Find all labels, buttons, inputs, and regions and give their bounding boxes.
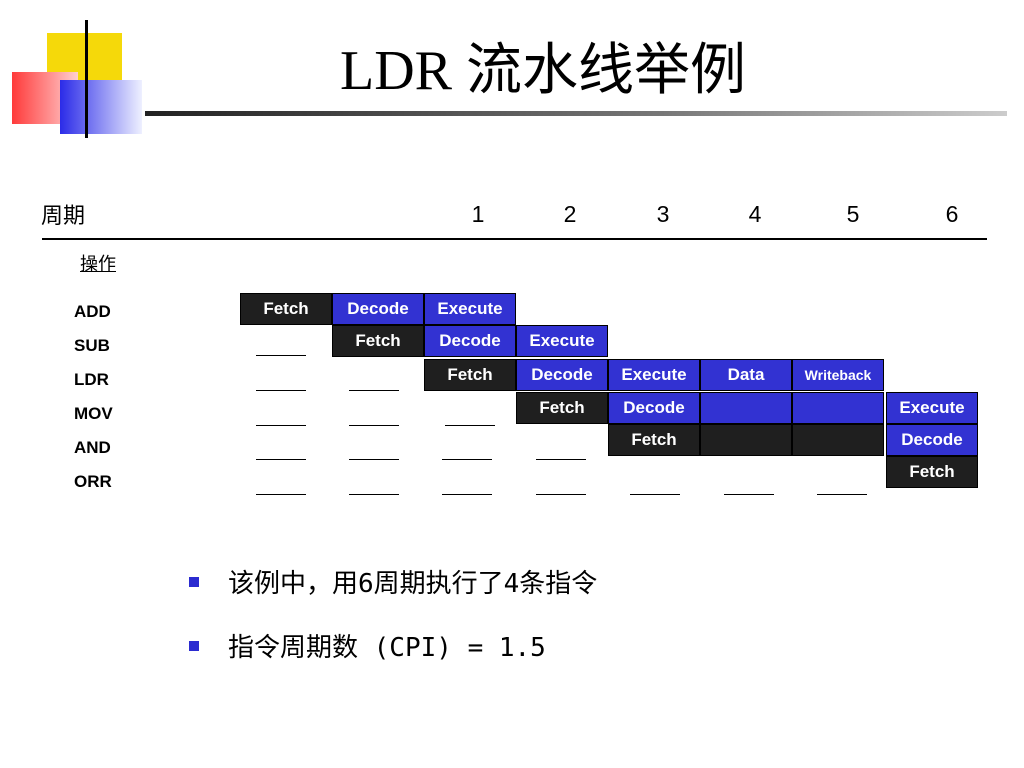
and-stall-1 [700,424,792,456]
page-title: LDR 流水线举例 [340,40,746,102]
cycle-number-4: 4 [748,201,762,227]
blank-line [442,494,492,495]
blank-line [349,459,399,460]
header-divider [42,238,987,240]
operation-header-label: 操作 [80,254,116,275]
ldr-data-stage: Data [700,359,792,391]
instruction-orr: ORR [74,472,112,491]
and-fetch-stage: Fetch [608,424,700,456]
cycle-number-6: 6 [945,201,959,227]
and-stall-2 [792,424,884,456]
add-decode-stage: Decode [332,293,424,325]
blank-line [630,494,680,495]
ldr-decode-stage: Decode [516,359,608,391]
mov-execute-stage: Execute [886,392,978,424]
cycle-number-3: 3 [656,201,670,227]
blank-line [256,494,306,495]
bullet-square-icon [189,577,199,587]
blank-line [724,494,774,495]
orr-fetch-stage: Fetch [886,456,978,488]
blank-line [349,425,399,426]
mov-decode-stage: Decode [608,392,700,424]
bullet-text-2: 指令周期数 (CPI) = 1.5 [228,633,546,663]
cycle-number-1: 1 [471,201,485,227]
blank-line [349,494,399,495]
instruction-sub: SUB [74,336,110,355]
blank-line [256,390,306,391]
instruction-ldr: LDR [74,370,109,389]
cycle-number-2: 2 [563,201,577,227]
blank-line [536,494,586,495]
sub-decode-stage: Decode [424,325,516,357]
blank-line [442,459,492,460]
instruction-mov: MOV [74,404,113,423]
ldr-writeback-stage: Writeback [792,359,884,391]
mov-fetch-stage: Fetch [516,392,608,424]
blank-line [256,425,306,426]
instruction-add: ADD [74,302,111,321]
add-fetch-stage: Fetch [240,293,332,325]
sub-fetch-stage: Fetch [332,325,424,357]
sub-execute-stage: Execute [516,325,608,357]
bullet-text-1: 该例中，用6周期执行了4条指令 [228,569,598,599]
blank-line [256,459,306,460]
logo-vertical-line [85,20,88,138]
ldr-execute-stage: Execute [608,359,700,391]
add-execute-stage: Execute [424,293,516,325]
mov-stall-2 [792,392,884,424]
bullet-square-icon [189,641,199,651]
instruction-and: AND [74,438,111,457]
blank-line [256,355,306,356]
mov-stall-1 [700,392,792,424]
cycle-number-5: 5 [846,201,860,227]
blank-line [445,425,495,426]
logo-blue-block [60,80,142,134]
blank-line [536,459,586,460]
title-underline [145,111,1007,116]
blank-line [349,390,399,391]
cycle-header-label: 周期 [41,204,86,229]
blank-line [817,494,867,495]
and-decode-stage: Decode [886,424,978,456]
ldr-fetch-stage: Fetch [424,359,516,391]
